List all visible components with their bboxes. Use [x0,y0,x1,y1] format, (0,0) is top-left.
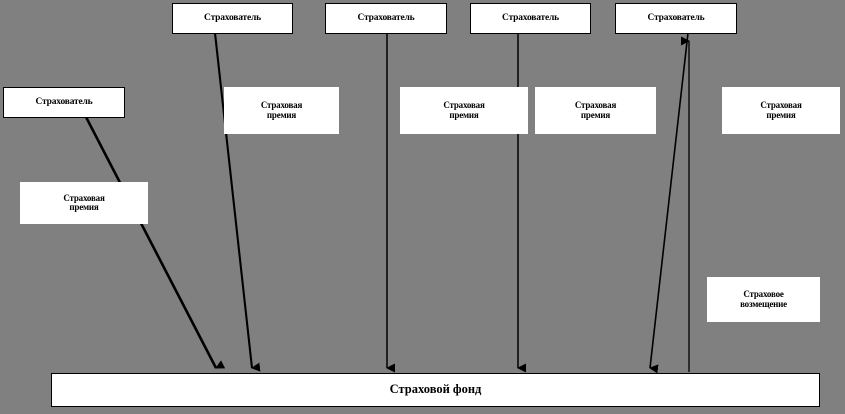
premium-label-4: Страховая премия [535,87,656,134]
connector-premium-5 [649,32,689,374]
compensation-label: Страховое возмещение [707,277,820,322]
insurance-fund-node[interactable]: Страховой фонд [51,373,820,407]
policyholder-label: Страхователь [35,96,93,107]
connector-premium-2 [213,32,261,372]
premium-label-text: Страховая премия [574,100,617,120]
premium-label-3: Страховая премия [400,87,528,134]
premium-label-text: Страховая премия [760,100,802,120]
policyholder-node-3[interactable]: Страхователь [325,3,447,34]
compensation-label-text: Страховое возмещение [740,289,787,309]
policyholder-label: Страхователь [357,12,415,23]
policyholder-node-4[interactable]: Страхователь [470,3,591,34]
policyholder-label: Страхователь [502,12,559,23]
premium-label-5: Страховая премия [722,87,840,134]
connector-premium-1 [84,116,226,369]
policyholder-node-2[interactable]: Страхователь [172,3,293,34]
premium-label-text: Страховая премия [443,100,485,120]
policyholder-node-5[interactable]: Страхователь [615,3,737,34]
insurance-fund-label: Страховой фонд [389,382,482,397]
policyholder-label: Страхователь [647,12,705,23]
premium-label-text: Страховая премия [63,192,105,212]
policyholder-node-1[interactable]: Страхователь [3,87,125,118]
premium-label-1: Страховая премия [20,182,148,224]
premium-label-text: Страховая премия [260,100,303,120]
premium-label-2: Страховая премия [224,87,339,134]
policyholder-label: Страхователь [204,12,261,23]
